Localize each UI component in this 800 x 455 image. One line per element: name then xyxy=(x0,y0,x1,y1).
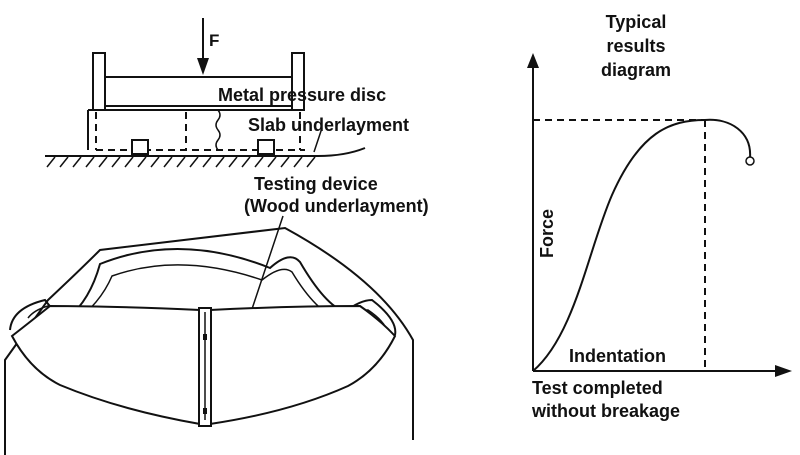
force-symbol: F xyxy=(209,31,219,50)
hatch-stroke xyxy=(150,156,160,168)
diagram-title-line-1: Typical xyxy=(606,12,667,32)
slab-wavy-joint xyxy=(215,109,221,151)
ground-line xyxy=(45,147,366,157)
pressure-disc-label: Metal pressure disc xyxy=(218,85,386,105)
ground-hatching xyxy=(46,156,316,168)
hatch-stroke xyxy=(267,156,277,168)
divider-marker-bottom xyxy=(203,408,207,414)
hatch-stroke xyxy=(72,156,82,168)
small-foot-left xyxy=(131,139,149,155)
divider-marker-top xyxy=(203,334,207,340)
hatch-stroke xyxy=(241,156,251,168)
hatch-stroke xyxy=(111,156,121,168)
x-axis-label: Indentation xyxy=(569,346,666,366)
hatch-stroke xyxy=(280,156,290,168)
post-peak-curve xyxy=(704,118,752,159)
force-indentation-curve xyxy=(532,119,706,372)
hatch-stroke xyxy=(98,156,108,168)
force-arrow-head xyxy=(197,58,209,75)
caption-line-2: without breakage xyxy=(531,401,680,421)
hatch-stroke xyxy=(189,156,199,168)
end-point-marker xyxy=(745,156,755,166)
curved-pad-left xyxy=(10,304,201,426)
slab-underlayment-label: Slab underlayment xyxy=(248,115,409,135)
testing-device-label-1: Testing device xyxy=(254,174,378,194)
slab-leader-line xyxy=(313,127,323,153)
hatch-stroke xyxy=(59,156,69,168)
diagram-title-line-2: results xyxy=(606,36,665,56)
hatch-stroke xyxy=(124,156,134,168)
x-axis-arrowhead xyxy=(775,365,792,377)
hatch-stroke xyxy=(46,156,56,168)
hatch-stroke xyxy=(85,156,95,168)
testing-device-drawing xyxy=(4,226,414,455)
hatch-stroke xyxy=(293,156,303,168)
device-housing xyxy=(4,226,414,455)
pressure-test-cross-section: F Metal pressure disc Slab underlayment … xyxy=(45,18,429,346)
curved-pad-right xyxy=(209,304,397,426)
hatch-stroke xyxy=(306,156,316,168)
hatch-stroke xyxy=(176,156,186,168)
y-axis-arrowhead xyxy=(527,53,539,68)
testing-device-label-2: (Wood underlayment) xyxy=(244,196,429,216)
y-axis-label: Force xyxy=(537,209,557,258)
hatch-stroke xyxy=(163,156,173,168)
small-foot-right xyxy=(257,139,275,155)
hatch-stroke xyxy=(202,156,212,168)
left-support-post xyxy=(92,52,106,111)
caption-line-1: Test completed xyxy=(532,378,663,398)
hatch-stroke xyxy=(215,156,225,168)
results-diagram: Typical results diagram Force Indentatio… xyxy=(527,12,792,421)
diagram-title-line-3: diagram xyxy=(601,60,671,80)
hatch-stroke xyxy=(228,156,238,168)
hatch-stroke xyxy=(254,156,264,168)
hatch-stroke xyxy=(137,156,147,168)
